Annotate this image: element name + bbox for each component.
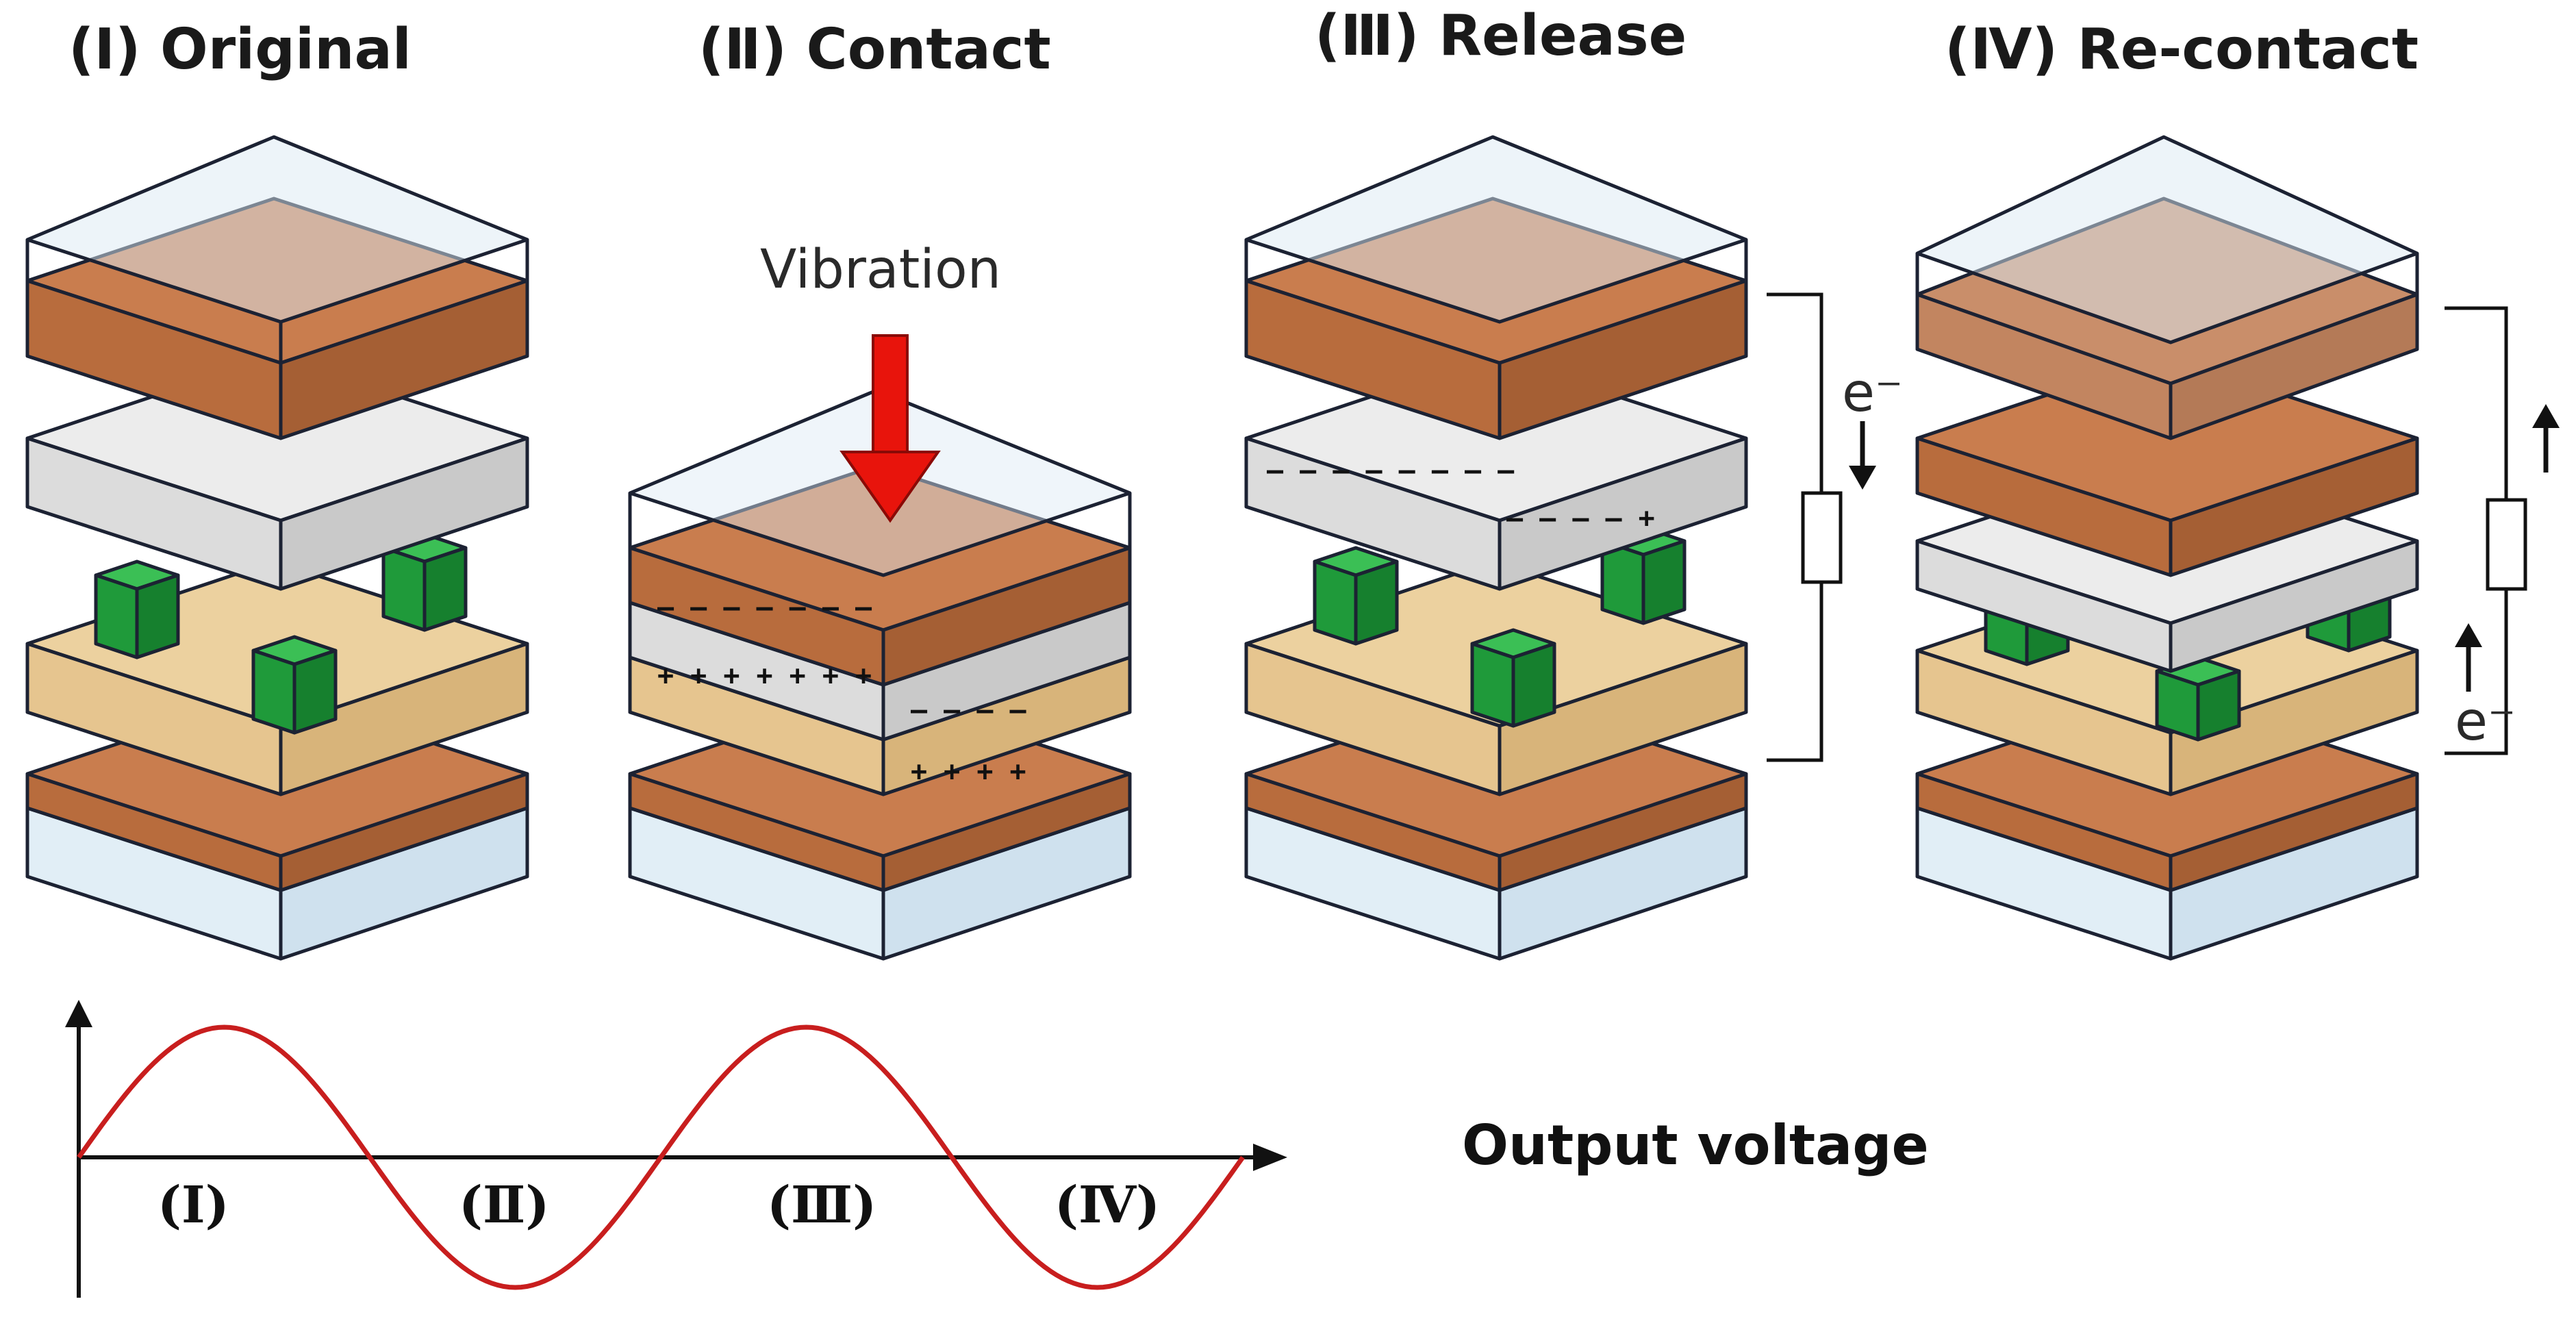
stack-recontact: e⁻ bbox=[1915, 135, 2560, 961]
top-electrode bbox=[25, 135, 529, 440]
svg-text:– – – – – – –: – – – – – – – bbox=[657, 592, 872, 623]
vibration-arrow-icon bbox=[839, 334, 941, 523]
phase-label-4: (Ⅳ) bbox=[1055, 1176, 1160, 1235]
green-pillar bbox=[381, 532, 468, 632]
electron-flow-up-arrow-icon bbox=[2532, 404, 2560, 473]
load-resistor bbox=[1801, 491, 1843, 584]
output-wave bbox=[77, 1024, 1245, 1290]
load-resistor bbox=[2486, 498, 2527, 591]
voltage-waveform: (Ⅰ) (Ⅱ) (Ⅲ) (Ⅳ) bbox=[65, 1000, 1287, 1298]
stage-title-contact: (Ⅱ) Contact bbox=[698, 17, 1051, 82]
positive-charges: + + + + + + + + + + + bbox=[657, 660, 1026, 788]
phase-label-2: (Ⅱ) bbox=[459, 1176, 549, 1235]
output-voltage-label: Output voltage bbox=[1462, 1114, 1929, 1177]
green-pillar bbox=[251, 635, 338, 735]
vibration-label: Vibration bbox=[760, 239, 1001, 301]
electron-flow-up-arrow-icon bbox=[2455, 623, 2482, 692]
stack-contact: – – – – – – – – – – – + + + + + + + + + … bbox=[628, 239, 1132, 961]
green-pillar bbox=[1470, 628, 1556, 728]
electron-label: e⁻ bbox=[2455, 691, 2516, 753]
negative-charges: – – – – – – – – bbox=[1267, 455, 1515, 486]
y-axis-arrow-icon bbox=[65, 1000, 92, 1027]
stage-title-recontact: (Ⅳ) Re-contact bbox=[1945, 17, 2419, 82]
green-pillar bbox=[1313, 546, 1399, 646]
negative-charges: – – – – – – – – – – – bbox=[657, 592, 1026, 726]
negative-charges: – – – – + bbox=[1506, 503, 1655, 534]
svg-text:– – – –: – – – – bbox=[911, 694, 1026, 726]
electron-flow-down-arrow-icon bbox=[1849, 421, 1876, 490]
green-pillar bbox=[2155, 655, 2241, 742]
x-axis-arrow-icon bbox=[1253, 1144, 1287, 1171]
stack-original bbox=[25, 135, 529, 961]
external-circuit: e⁻ bbox=[2445, 306, 2560, 755]
stage-title-original: (Ⅰ) Original bbox=[68, 17, 412, 82]
svg-text:+ + + +: + + + + bbox=[911, 756, 1026, 788]
electron-label: e⁻ bbox=[1842, 362, 1903, 424]
phase-label-3: (Ⅲ) bbox=[767, 1176, 876, 1235]
stage-title-release: (Ⅲ) Release bbox=[1315, 3, 1687, 68]
green-pillar bbox=[94, 559, 180, 659]
phase-label-1: (Ⅰ) bbox=[157, 1176, 229, 1235]
external-circuit: e⁻ bbox=[1767, 292, 1903, 762]
svg-text:+ + + + + + +: + + + + + + + bbox=[657, 660, 872, 692]
stack-release: – – – – – – – – – – – – + e⁻ bbox=[1244, 135, 1903, 961]
